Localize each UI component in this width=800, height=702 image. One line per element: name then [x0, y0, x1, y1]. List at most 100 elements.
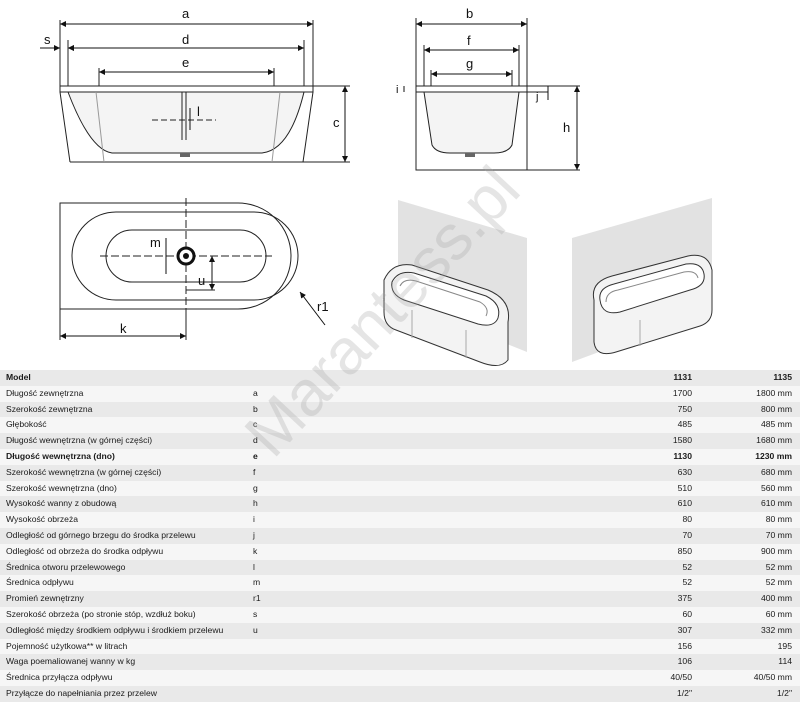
drawings-svg: a d e c s l b f g h i j	[40, 6, 713, 366]
table-row: Odległość od górnego brzegu do środka pr…	[0, 528, 800, 544]
row-value-1135: 400 mm	[760, 593, 792, 604]
row-parameter-name: Szerokość zewnętrzna	[6, 403, 93, 414]
plan-view	[59, 198, 299, 340]
row-value-1131: 510	[677, 482, 692, 493]
label-j: j	[535, 91, 538, 103]
row-value-1131: 485	[677, 419, 692, 430]
row-parameter-name: Średnica przyłącza odpływu	[6, 672, 113, 683]
row-value-1135: 560 mm	[760, 482, 792, 493]
row-dimension-symbol: m	[253, 577, 261, 588]
row-parameter-name: Długość wewnętrzna (w górnej części)	[6, 435, 153, 446]
label-s: s	[44, 32, 51, 47]
row-value-1131: 1700	[672, 387, 692, 398]
row-parameter-name: Wysokość obrzeża	[6, 514, 79, 525]
table-row: Szerokość wewnętrzna (w górnej części) f 6…	[0, 464, 800, 481]
iso-view-left	[383, 200, 527, 366]
row-value-1135: 610 mm	[760, 498, 792, 509]
row-value-1131: 106	[677, 656, 692, 667]
row-dimension-symbol: j	[253, 530, 255, 540]
row-value-1131: 375	[677, 593, 692, 604]
row-value-1131: 80	[682, 514, 692, 525]
row-value-1131: 70	[682, 530, 692, 540]
label-g: g	[466, 56, 473, 71]
row-value-1135: 1230 mm	[755, 451, 792, 461]
row-parameter-name: Średnica otworu przelewowego	[6, 561, 126, 572]
label-c: c	[333, 115, 340, 130]
label-a: a	[182, 6, 190, 21]
label-e: e	[182, 55, 189, 70]
row-value-1135: 52 mm	[765, 577, 792, 588]
label-d: d	[182, 32, 189, 47]
table-row: Długość wewnętrzna (w górnej części) d 158…	[0, 433, 800, 449]
row-value-1131: 630	[677, 466, 692, 477]
row-dimension-symbol: u	[253, 624, 258, 635]
row-value-1135: 332 mm	[760, 624, 792, 635]
row-dimension-symbol: i	[253, 514, 255, 525]
row-dimension-symbol: d	[253, 435, 258, 446]
row-parameter-name: Średnica odpływu	[6, 577, 74, 588]
row-parameter-name: Pojemność użytkowa** w litrach	[6, 640, 128, 651]
header-model-1135: 1135	[773, 372, 792, 382]
row-value-1135: 40/50 mm	[753, 672, 792, 683]
row-value-1135: 485 mm	[760, 419, 792, 430]
label-h: h	[563, 120, 570, 135]
table-row: Szerokość zewnętrzna b 750 800 mm	[0, 401, 800, 418]
table-row: Średnica przyłącza odpływu 40/50 40/50 mm	[0, 670, 800, 686]
row-dimension-symbol: s	[253, 609, 258, 619]
row-parameter-name: Odległość między środkiem odpływu i środ…	[6, 624, 224, 635]
label-i: i	[396, 84, 398, 96]
row-dimension-symbol: b	[253, 403, 258, 414]
row-value-1135: 52 mm	[765, 561, 792, 572]
row-parameter-name: Wysokość wanny z obudową	[6, 498, 117, 509]
label-u: u	[198, 273, 205, 288]
row-value-1135: 900 mm	[760, 545, 792, 556]
row-value-1131: 156	[677, 640, 692, 651]
row-value-1131: 1580	[672, 435, 692, 446]
label-b: b	[466, 6, 473, 21]
row-value-1131: 307	[677, 624, 692, 635]
row-dimension-symbol: r1	[253, 593, 261, 604]
row-value-1135: 1680 mm	[756, 435, 792, 446]
row-dimension-symbol: c	[253, 419, 258, 430]
row-value-1131: 52	[682, 577, 692, 588]
front-view	[59, 20, 350, 163]
row-value-1131: 40/50	[670, 672, 692, 683]
row-parameter-name: Przyłącze do napełniania przez przelew	[6, 688, 157, 698]
row-dimension-symbol: e	[253, 451, 258, 461]
row-dimension-symbol: h	[253, 498, 258, 509]
row-value-1135: 1800 mm	[756, 387, 792, 398]
label-k: k	[120, 321, 127, 336]
row-parameter-name: Długość wewnętrzna (dno)	[6, 451, 115, 461]
row-parameter-name: Szerokość wewnętrzna (w górnej części)	[6, 466, 162, 477]
row-value-1135: 195	[777, 640, 792, 651]
row-parameter-name: Szerokość obrzeża (po stronie stóp, wzdł…	[6, 609, 196, 619]
table-row: Wysokość wanny z obudową h 610 610 mm	[0, 496, 800, 513]
dim-r1	[299, 291, 326, 326]
row-dimension-symbol: a	[253, 387, 258, 398]
row-value-1131: 750	[677, 403, 692, 414]
row-parameter-name: Odległość od obrzeża do środka odpływu	[6, 545, 164, 556]
row-value-1135: 70 mm	[765, 530, 792, 540]
label-f: f	[467, 33, 471, 48]
table-row: Średnica odpływu m 52 52 mm	[0, 575, 800, 592]
row-dimension-symbol: k	[253, 545, 258, 556]
table-row: Długość zewnętrzna a 1700 1800 mm	[0, 385, 800, 402]
row-dimension-symbol: f	[253, 466, 256, 477]
label-m: m	[150, 235, 161, 250]
row-parameter-name: Promień zewnętrzny	[6, 593, 84, 604]
row-value-1131: 850	[677, 545, 692, 556]
row-dimension-symbol: l	[253, 561, 255, 572]
header-model-label: Model	[6, 372, 31, 382]
row-value-1135: 80 mm	[765, 514, 792, 525]
label-l: l	[197, 104, 200, 119]
row-value-1135: 800 mm	[760, 403, 792, 414]
row-parameter-name: Szerokość wewnętrzna (dno)	[6, 482, 117, 493]
row-parameter-name: Długość zewnętrzna	[6, 387, 84, 398]
label-r1: r1	[317, 299, 329, 314]
row-value-1131: 610	[677, 498, 692, 509]
